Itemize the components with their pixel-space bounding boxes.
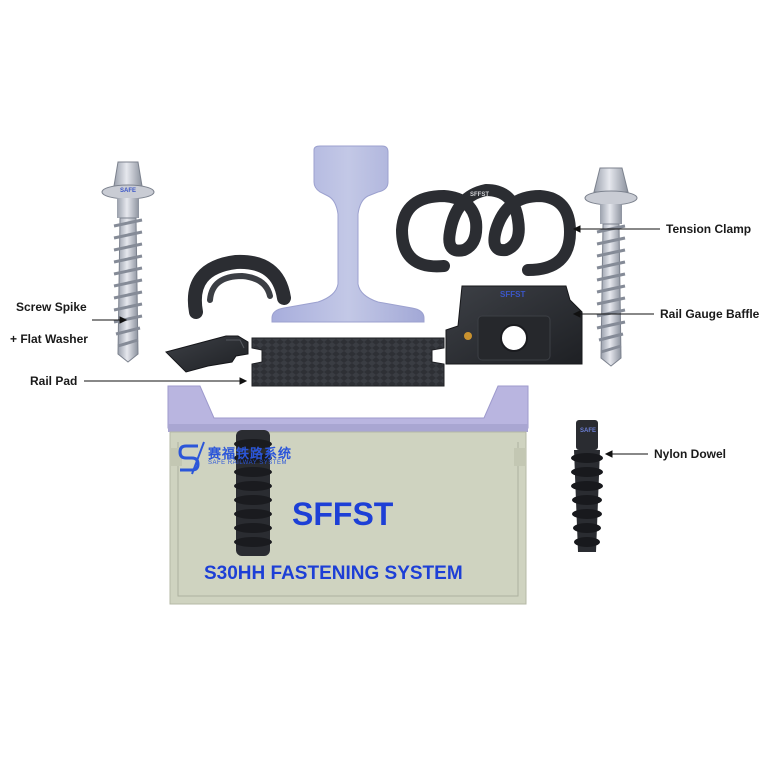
tension-clamp-part bbox=[396, 184, 576, 276]
logo-english-text: SAFE RAILWAY SYSTEM bbox=[208, 460, 287, 466]
safe-logo-icon bbox=[178, 441, 205, 475]
rail-pad-part bbox=[251, 337, 445, 387]
rail-gauge-baffle-part bbox=[445, 285, 583, 365]
screw-spike-right bbox=[584, 167, 638, 367]
small-clip-part bbox=[187, 254, 291, 319]
embedded-dowel bbox=[234, 430, 272, 556]
label-tension-clamp: Tension Clamp bbox=[666, 222, 752, 236]
system-name: S30HH FASTENING SYSTEM bbox=[204, 563, 463, 584]
logo-chinese-text: 赛福铁路系统 bbox=[208, 447, 293, 462]
label-nylon-dowel: Nylon Dowel bbox=[654, 447, 727, 461]
label-rail-pad: Rail Pad bbox=[30, 374, 78, 388]
baffle-mark: SFFST bbox=[500, 290, 526, 299]
flat-washer-part bbox=[165, 335, 249, 373]
spike-mark: SAFE bbox=[120, 188, 137, 194]
leader-lines bbox=[84, 225, 660, 458]
rail bbox=[271, 145, 425, 323]
screw-spike-left bbox=[101, 161, 155, 363]
sleeper bbox=[167, 385, 529, 605]
clamp-mark: SFFST bbox=[470, 192, 489, 198]
nylon-dowel-part bbox=[571, 420, 603, 552]
dowel-mark: SAFE bbox=[580, 428, 597, 434]
brand-title: SFFST bbox=[292, 496, 394, 532]
label-rail-gauge-baffle: Rail Gauge Baffle bbox=[660, 307, 760, 321]
label-flat-washer: + Flat Washer bbox=[10, 332, 88, 346]
label-screw-spike: Screw Spike bbox=[16, 300, 87, 314]
